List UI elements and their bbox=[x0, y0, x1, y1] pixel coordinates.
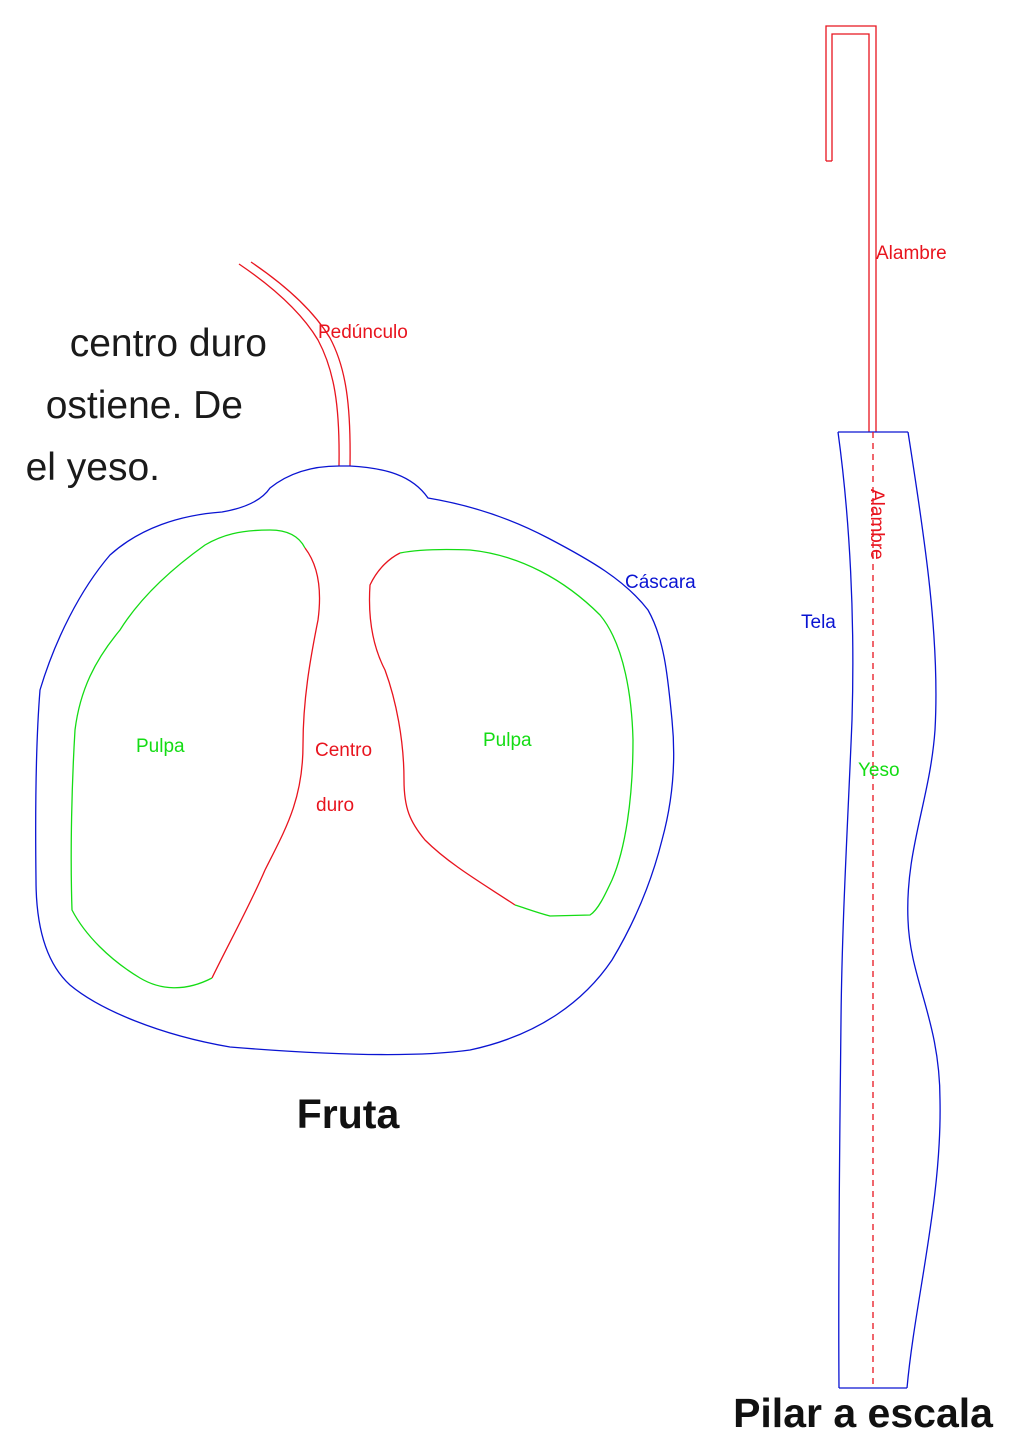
wire-top-label: Alambre bbox=[876, 243, 947, 264]
left-pulp-label: Pulpa bbox=[136, 736, 185, 757]
hook-inner-line bbox=[831, 33, 870, 432]
fruit-peel-outline bbox=[34, 465, 675, 1056]
stem-inner-line bbox=[250, 261, 351, 467]
plaster-label: Yeso bbox=[858, 760, 900, 781]
pillar-title: Pilar a escala bbox=[733, 1390, 994, 1436]
left-pulp-outline bbox=[70, 529, 306, 989]
core-label-line-1: Centro bbox=[315, 740, 372, 761]
left-core-edge bbox=[211, 547, 321, 979]
right-core-edge bbox=[368, 552, 516, 906]
fabric-left-edge bbox=[837, 431, 854, 1389]
right-pulp-label: Pulpa bbox=[483, 730, 532, 751]
description-line-3: el yeso. bbox=[26, 446, 160, 489]
fabric-right-edge bbox=[906, 431, 941, 1389]
peel-label: Cáscara bbox=[625, 572, 696, 593]
description-line-1: centro duro bbox=[70, 322, 267, 365]
pillar-fabric-outline bbox=[837, 431, 941, 1389]
pillar-hook-wire bbox=[825, 25, 877, 432]
fruit-drawing: Pedúnculo Cáscara Pulpa Pulpa Centro dur… bbox=[34, 261, 696, 1137]
core-label-line-2: duro bbox=[316, 795, 354, 816]
fruit-stem bbox=[238, 261, 351, 467]
description-text: centro duro ostiene. De el yeso. bbox=[26, 322, 267, 489]
fabric-label: Tela bbox=[801, 612, 836, 633]
wire-vertical-label: Alambre bbox=[866, 489, 887, 560]
pillar-drawing: Alambre Alambre Tela Yeso Pilar a escala bbox=[733, 25, 994, 1436]
description-line-2: ostiene. De bbox=[46, 384, 243, 427]
stem-label: Pedúnculo bbox=[318, 322, 408, 343]
fruit-title: Fruta bbox=[297, 1091, 401, 1137]
hook-outer-line bbox=[825, 25, 877, 432]
stem-outer-line bbox=[238, 263, 340, 467]
right-pulp-outline bbox=[399, 548, 634, 917]
